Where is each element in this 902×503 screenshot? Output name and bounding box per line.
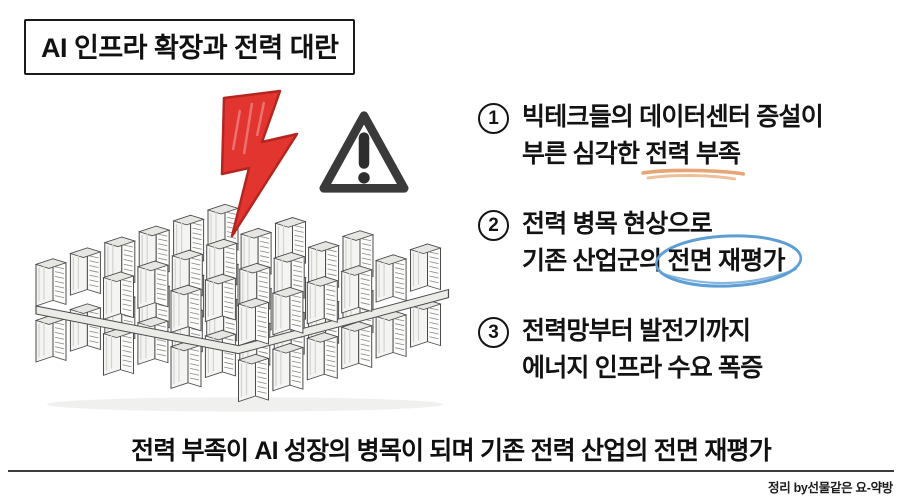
orange-underline-stroke [641, 168, 746, 181]
point-number-2: 2 [478, 210, 509, 241]
point-text-2: 전력 병목 현상으로 기존 산업군의 전면 재평가 [522, 206, 802, 288]
page-title: AI 인프라 확장과 전력 대란 [41, 33, 339, 63]
server-racks-drawing [35, 186, 450, 412]
footer-divider [8, 470, 894, 472]
point-item-2: 2 전력 병목 현상으로 기존 산업군의 전면 재평가 [478, 206, 898, 288]
point-1-line-1: 빅테크들의 데이터센터 증설이 [522, 103, 824, 131]
point-text-3: 전력망부터 발전기까지 에너지 인프라 수요 폭증 [522, 313, 763, 387]
highlighted-phrase-revaluation: 전면 재평가 [654, 234, 802, 288]
key-points-list: 1 빅테크들의 데이터센터 증설이 부른 심각한 전력 부족 2 전력 병목 현… [478, 99, 898, 420]
point-number-3: 3 [478, 317, 509, 348]
point-item-1: 1 빅테크들의 데이터센터 증설이 부른 심각한 전력 부족 [478, 99, 898, 181]
point-text-1: 빅테크들의 데이터센터 증설이 부른 심각한 전력 부족 [522, 99, 824, 181]
point-1-line-2: 부른 심각한 전력 부족 [522, 136, 823, 181]
point-item-3: 3 전력망부터 발전기까지 에너지 인프라 수요 폭증 [478, 313, 898, 387]
point-3-line-1: 전력망부터 발전기까지 [522, 317, 751, 345]
point-2-line-2: 기존 산업군의 전면 재평가 [522, 234, 802, 288]
point-3-line-2: 에너지 인프라 수요 폭증 [522, 354, 763, 382]
blue-circle-stroke [654, 234, 802, 288]
warning-triangle-icon [319, 111, 409, 193]
highlighted-phrase-power-shortage: 전력 부족 [641, 136, 746, 181]
summary-text: 전력 부족이 AI 성장의 병목이 되며 기존 전력 산업의 전면 재평가 [131, 437, 772, 465]
lightning-bolt-icon [220, 89, 299, 238]
title-box: AI 인프라 확장과 전력 대란 [24, 19, 356, 75]
point-2-line-1: 전력 병목 현상으로 [522, 210, 713, 238]
point-number-1: 1 [478, 103, 509, 134]
datacenter-illustration [30, 86, 475, 431]
credit-text: 정리 by선물같은 요-약방 [768, 481, 893, 495]
